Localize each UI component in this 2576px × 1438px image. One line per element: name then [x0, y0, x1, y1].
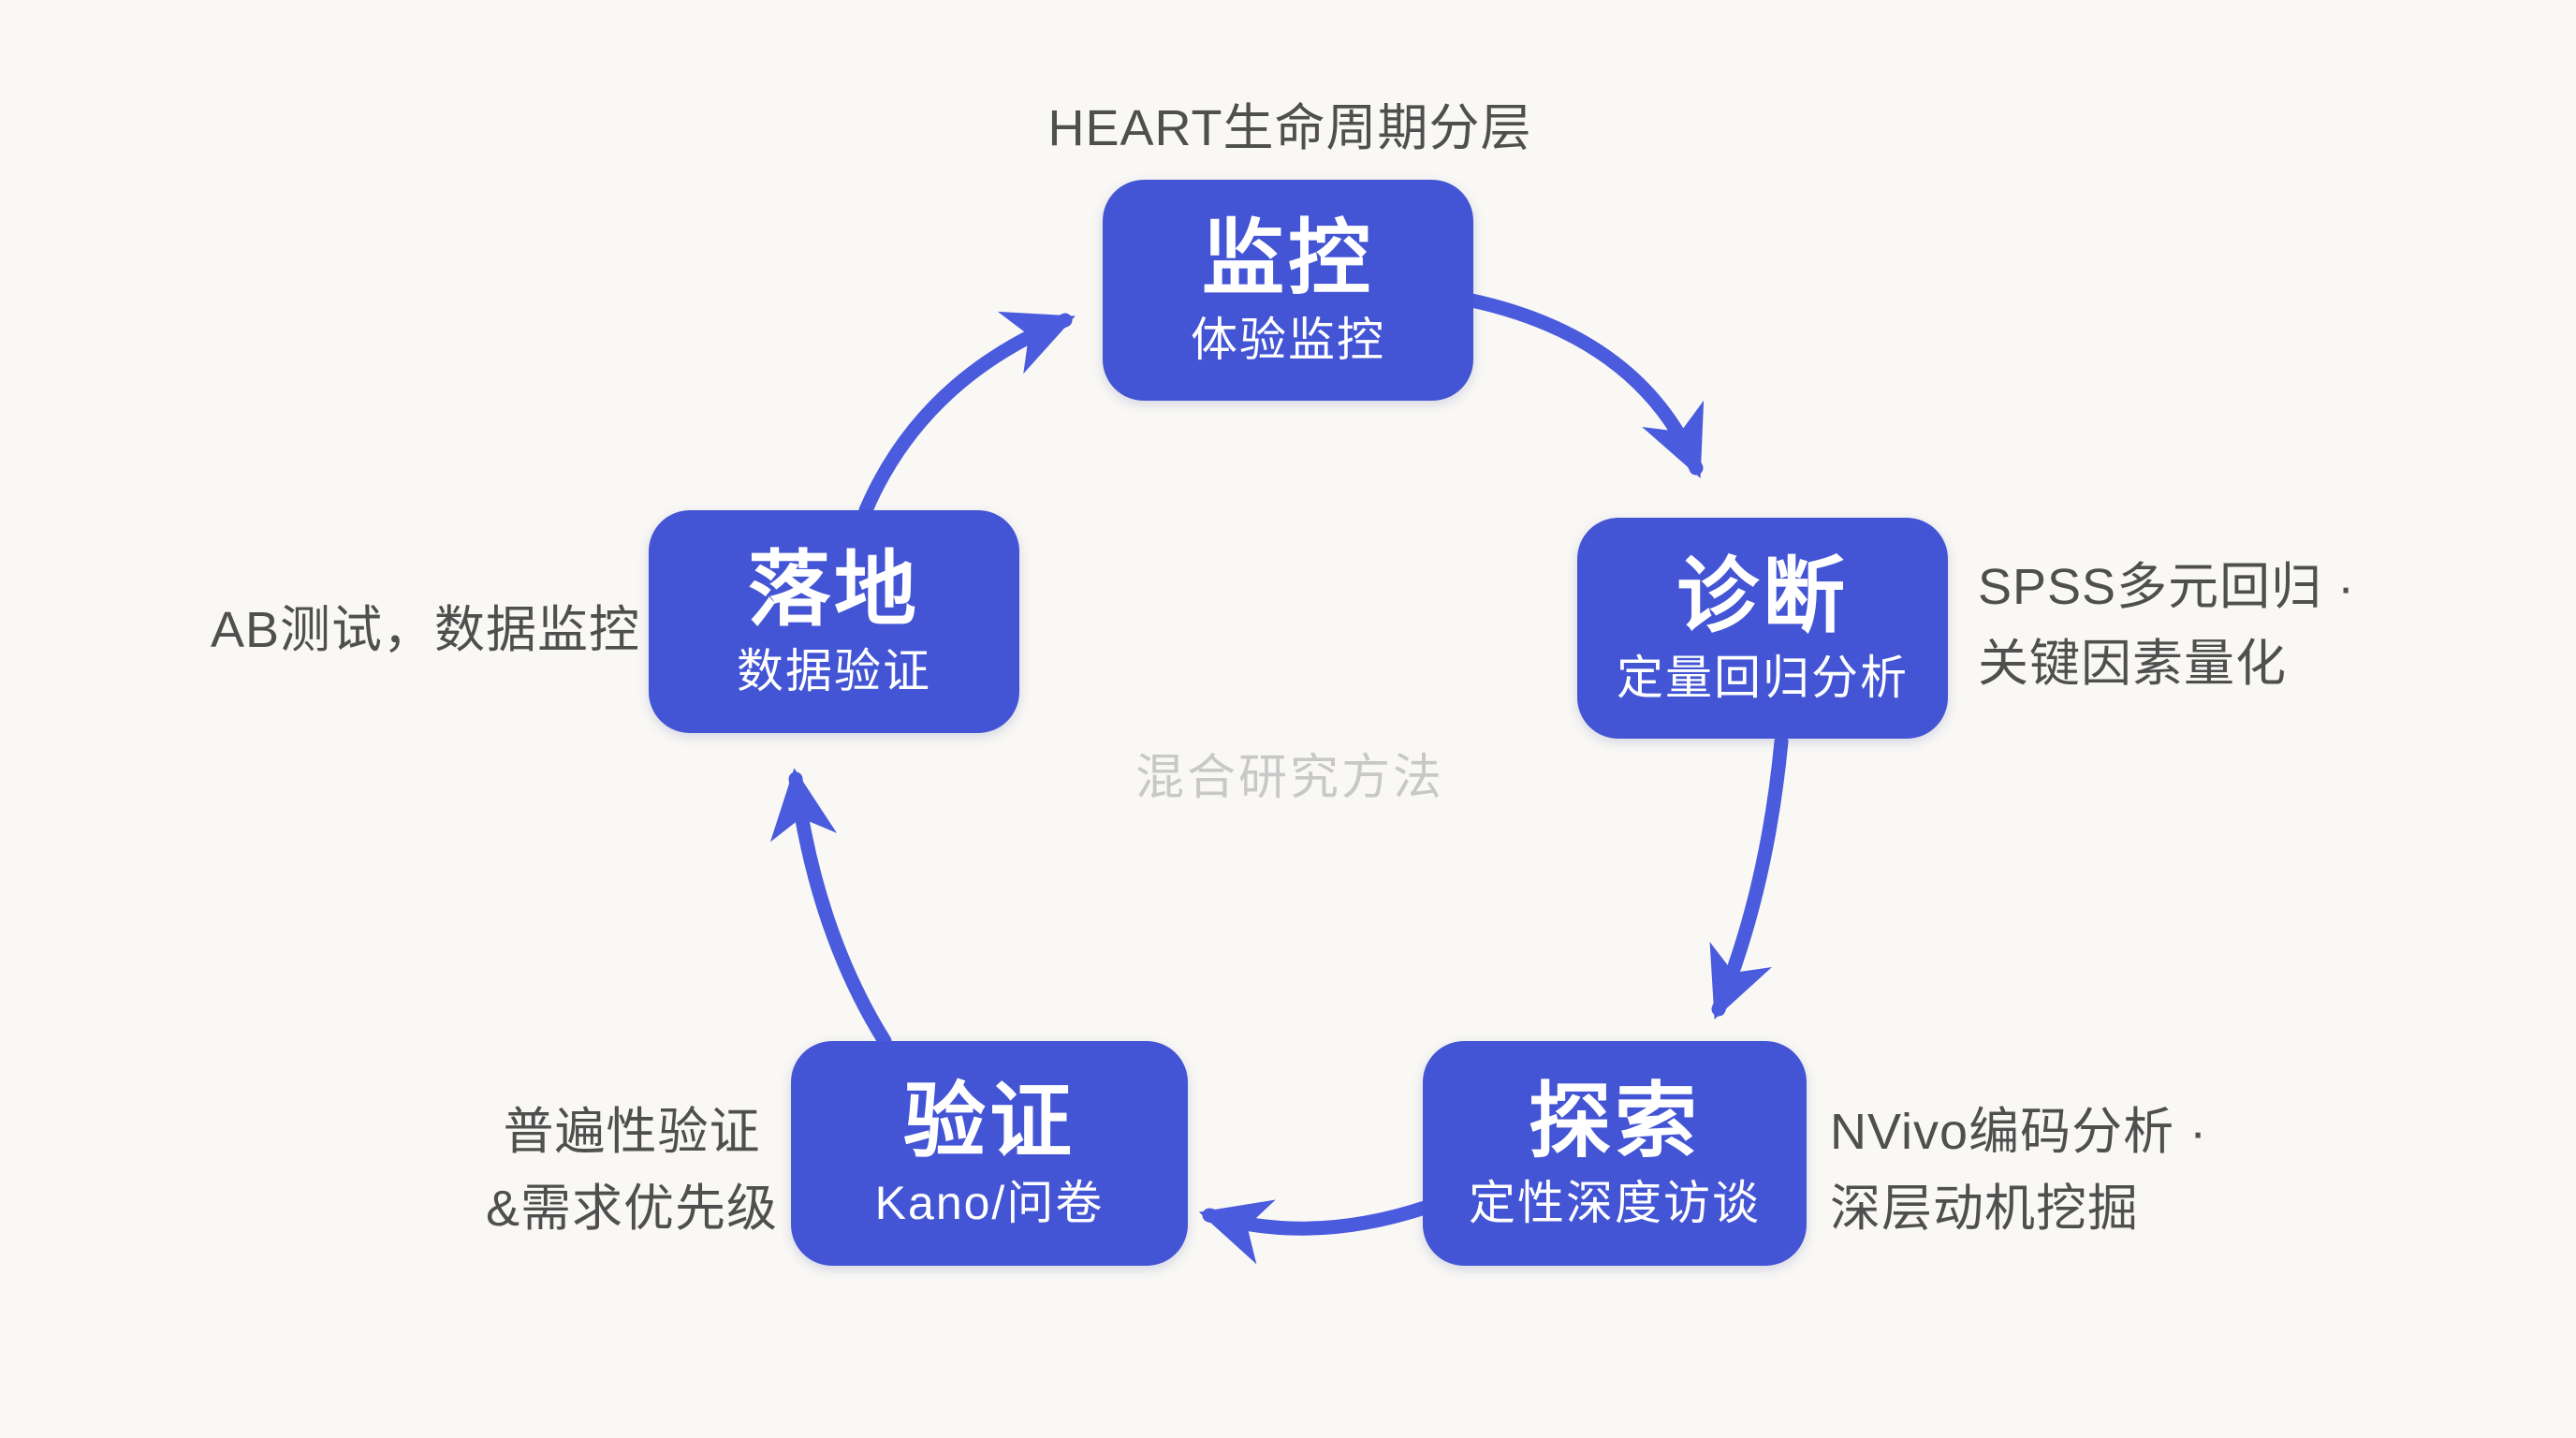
arrow-monitor-to-diagnose — [1451, 290, 1705, 478]
annotation-line: 普遍性验证 — [503, 1104, 761, 1160]
arrow-validate-to-implement — [769, 768, 892, 1049]
annotation-line: SPSS多元回归 · — [1978, 559, 2356, 615]
arrow-explore-to-validate — [1198, 1199, 1432, 1265]
arrow-implement-to-monitor — [858, 311, 1076, 518]
annotation-explore: NVivo编码分析 · 深层动机挖掘 — [1830, 1093, 2207, 1247]
annotation-line: &需求优先级 — [485, 1181, 779, 1237]
stage-title: 探索 — [1528, 1075, 1701, 1167]
stage-title: 监控 — [1201, 212, 1374, 304]
annotation-validate: 普遍性验证 &需求优先级 — [459, 1093, 805, 1247]
stage-subtitle: 定量回归分析 — [1617, 652, 1909, 704]
annotation-line: AB测试，数据监控 — [211, 602, 641, 658]
annotation-diagnose: SPSS多元回归 · 关键因素量化 — [1978, 549, 2355, 702]
annotation-monitor: HEART生命周期分层 — [962, 90, 1617, 167]
stage-title: 验证 — [902, 1075, 1076, 1167]
stage-card-diagnose: 诊断 定量回归分析 — [1577, 518, 1948, 739]
center-method-label: 混合研究方法 — [1134, 751, 1444, 805]
annotation-line: 深层动机挖掘 — [1830, 1181, 2139, 1237]
stage-card-implement: 落地 数据验证 — [649, 510, 1019, 733]
stage-card-monitor: 监控 体验监控 — [1103, 180, 1473, 401]
stage-card-validate: 验证 Kano/问卷 — [791, 1041, 1188, 1266]
annotation-implement: AB测试，数据监控 — [211, 592, 640, 668]
stage-subtitle: Kano/问卷 — [874, 1177, 1105, 1229]
stage-card-explore: 探索 定性深度访谈 — [1423, 1041, 1807, 1266]
annotation-line: 关键因素量化 — [1978, 636, 2287, 692]
stage-subtitle: 体验监控 — [1191, 314, 1385, 366]
stage-title: 落地 — [747, 543, 920, 636]
arrow-diagnose-to-explore — [1709, 734, 1789, 1020]
stage-subtitle: 定性深度访谈 — [1469, 1177, 1761, 1229]
annotation-line: HEART生命周期分层 — [1047, 100, 1532, 156]
stage-title: 诊断 — [1676, 550, 1849, 642]
annotation-line: NVivo编码分析 · — [1830, 1104, 2208, 1160]
stage-subtitle: 数据验证 — [737, 645, 931, 697]
